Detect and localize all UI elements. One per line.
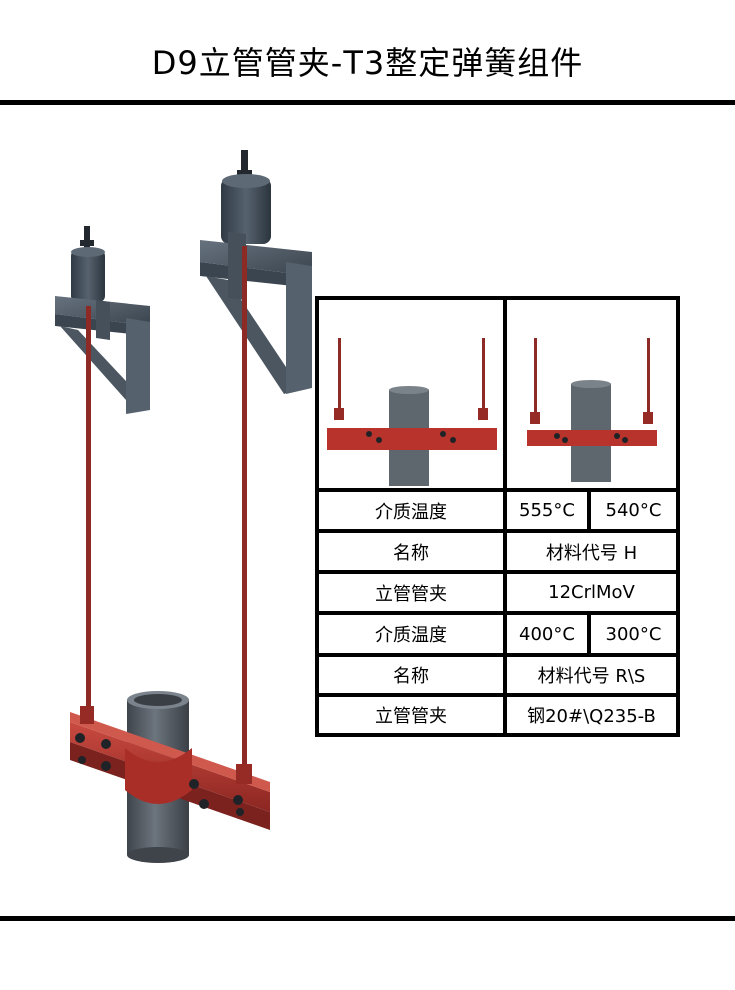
right-spring-hanger: [200, 150, 312, 394]
bottom-divider: [0, 916, 735, 921]
riser-clamp: [70, 706, 270, 830]
row3-label: 立管管夹: [319, 574, 503, 611]
row1-value-b: 540°C: [591, 492, 676, 529]
row5-label: 名称: [319, 657, 503, 693]
row4-value-b: 300°C: [591, 615, 676, 653]
row1-value-a: 555°C: [507, 492, 587, 529]
row4-value-a: 400°C: [507, 615, 587, 653]
clamp-preview-left: [319, 300, 503, 488]
right-hanger-rod: [242, 246, 247, 766]
top-divider: [0, 100, 735, 105]
row5-value: 材料代号 R\S: [507, 657, 676, 693]
row3-value: 12CrlMoV: [507, 574, 676, 611]
material-table: 介质温度 555°C 540°C 名称 材料代号 H 立管管夹 12CrlMoV…: [315, 296, 680, 737]
left-hanger-rod: [86, 306, 91, 714]
row6-value: 钢20#\Q235-B: [507, 697, 676, 733]
row2-label: 名称: [319, 533, 503, 570]
row1-label: 介质温度: [319, 492, 503, 529]
left-spring-hanger: [55, 226, 150, 414]
row4-label: 介质温度: [319, 615, 503, 653]
page-title: D9立管管夹-T3整定弹簧组件: [151, 44, 584, 82]
clamp-preview-right: [507, 300, 676, 488]
row2-value: 材料代号 H: [507, 533, 676, 570]
row6-label: 立管管夹: [319, 697, 503, 733]
